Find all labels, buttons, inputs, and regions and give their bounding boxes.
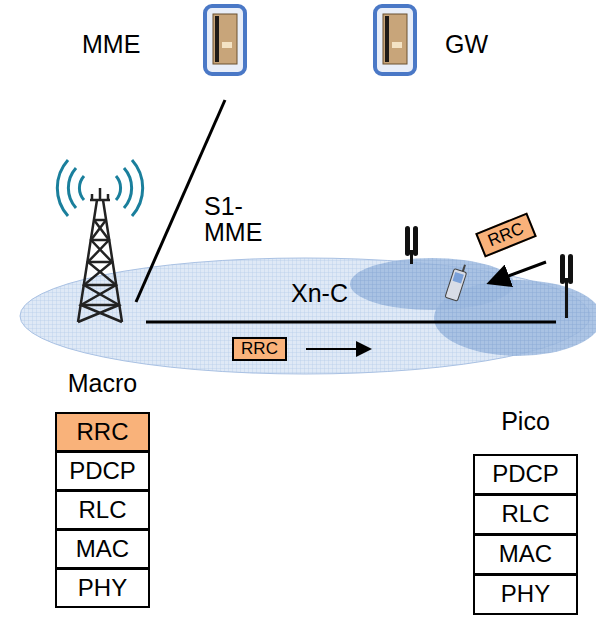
layer-label: MAC [499,541,552,567]
interface-label: Xn-C [291,280,348,306]
stack-heading: Macro [55,370,150,398]
rrc-message: RRC [232,337,287,361]
protocol-layer: RLC [473,494,578,535]
server-icon [375,6,415,74]
interface-label: S1-MME [204,193,268,246]
protocol-layer: PDCP [473,454,578,495]
protocol-stack: PicoPDCP RLC MAC PHY [473,408,578,616]
protocol-layer: PHY [55,568,150,608]
layer-label: RLC [78,497,126,523]
layer-label: RRC [485,219,526,250]
pico-antenna [405,226,418,264]
layer-label: RLC [501,501,549,527]
layer-label: RRC [77,419,129,445]
protocol-layer: PDCP [55,451,150,491]
rrc-message: RRC [475,212,537,257]
protocol-layer: RLC [55,490,150,530]
mobile-phone [445,262,469,301]
protocol-layer: MAC [55,529,150,569]
layer-label: MAC [76,536,129,562]
layer-label: PHY [78,575,127,601]
macro-tower [78,188,122,322]
server-icon [205,6,245,74]
message-arrow [306,348,368,350]
protocol-layer: RRC [55,412,150,452]
layer-label: RRC [241,340,278,359]
layer-label: PDCP [69,458,136,484]
protocol-layer: PHY [473,574,578,615]
xn-link [146,321,556,324]
layer-label: PDCP [492,461,559,487]
server-label: GW [445,31,488,57]
protocol-stack: MacroRRC PDCP RLC MAC PHY [55,370,150,610]
server-label: MME [82,31,140,57]
layer-label: PHY [501,581,550,607]
pico-antenna [560,254,573,318]
protocol-layer: MAC [473,534,578,575]
radio-waves [57,160,142,216]
stack-heading: Pico [473,408,578,436]
message-arrow [492,262,546,282]
